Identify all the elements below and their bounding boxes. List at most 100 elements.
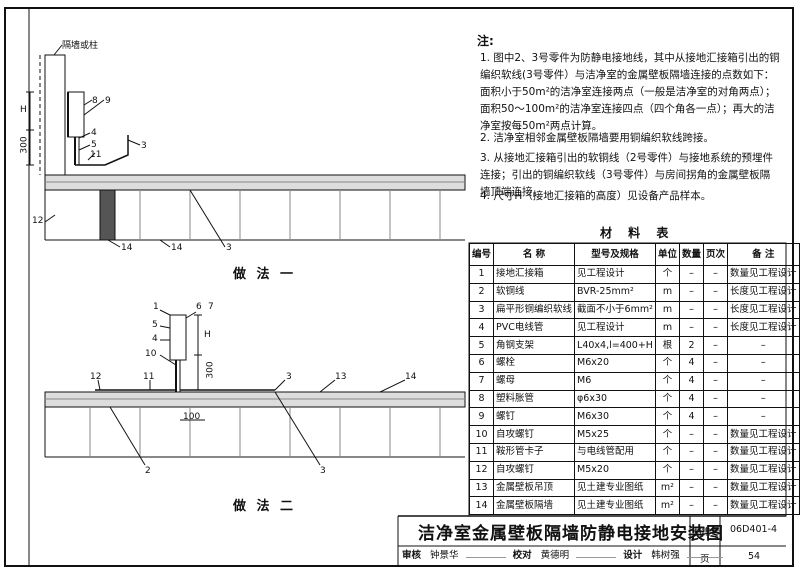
table-cell: 个: [654, 389, 680, 409]
dimension-300-2: 300: [205, 361, 216, 379]
design-name: 韩树强: [651, 550, 680, 561]
table-cell: 个: [654, 371, 680, 391]
col-header: 名 称: [493, 243, 576, 266]
table-cell: 金属壁板吊顶: [493, 478, 576, 498]
table-cell: 数量见工程设计: [726, 425, 800, 444]
table-cell: 与电线管配用: [574, 442, 656, 462]
table-cell: 扁平形铜编织软线: [493, 300, 576, 320]
table-cell: 数量见工程设计: [726, 460, 800, 480]
callout: 4: [152, 334, 158, 344]
review-label: 审核: [402, 550, 422, 561]
callout: 4: [91, 128, 97, 138]
dimension-h-2: H: [204, 330, 211, 340]
table-cell: 4: [678, 389, 704, 409]
table-cell: –: [726, 336, 800, 355]
table-cell: –: [678, 442, 704, 462]
table-cell: 2: [468, 282, 495, 302]
method1-drawing: [26, 44, 466, 248]
table-cell: –: [678, 265, 704, 284]
table-cell: 螺钉: [493, 407, 576, 427]
table-cell: 2: [678, 336, 704, 355]
table-cell: –: [726, 371, 800, 391]
table-cell: 金属壁板隔墙: [493, 496, 576, 516]
table-cell: PVC电线管: [493, 318, 576, 338]
table-cell: M6x20: [574, 353, 656, 373]
table-cell: 长度见工程设计: [726, 282, 800, 302]
table-cell: 数量见工程设计: [726, 265, 800, 284]
table-cell: –: [702, 425, 728, 444]
table-cell: 5: [468, 336, 495, 355]
callout: 13: [335, 372, 347, 382]
table-cell: m: [654, 300, 680, 320]
table-cell: –: [678, 425, 704, 444]
callout: 2: [145, 466, 151, 476]
check-name: 黄德明: [540, 550, 570, 561]
table-cell: –: [678, 318, 704, 338]
table-cell: –: [702, 442, 728, 462]
table-cell: –: [678, 282, 704, 302]
table-cell: M5x25: [574, 425, 656, 444]
table-cell: 12: [468, 460, 495, 480]
table-cell: 4: [678, 407, 704, 427]
table-cell: 数量见工程设计: [726, 442, 800, 462]
table-cell: 13: [468, 478, 495, 498]
table-cell: 个: [654, 353, 680, 373]
table-cell: m²: [654, 478, 680, 498]
callout: 9: [105, 96, 111, 106]
table-cell: 个: [654, 425, 680, 444]
table-cell: 个: [654, 265, 680, 284]
notes-heading: 注:: [477, 34, 494, 48]
dimension-300-1: 300: [19, 136, 30, 154]
table-cell: –: [726, 353, 800, 373]
table-cell: 螺母: [493, 371, 576, 391]
note-item: 2. 洁净室相邻金属壁板隔墙要用铜编织软线跨接。: [480, 132, 714, 144]
dimension-100: 100: [183, 412, 201, 422]
table-cell: –: [702, 389, 728, 409]
table-cell: 10: [468, 425, 495, 444]
table-cell: –: [726, 407, 800, 427]
table-cell: L40x4,l=400+H: [574, 336, 656, 355]
callout: 10: [145, 349, 157, 359]
table-cell: –: [678, 478, 704, 498]
table-cell: –: [702, 353, 728, 373]
table-cell: –: [702, 478, 728, 498]
table-cell: 螺栓: [493, 353, 576, 373]
table-cell: 14: [468, 496, 495, 516]
table-cell: –: [726, 389, 800, 409]
callout: 3: [320, 466, 326, 476]
table-cell: m²: [654, 496, 680, 516]
table-cell: M6x30: [574, 407, 656, 427]
table-cell: 长度见工程设计: [726, 318, 800, 338]
table-cell: –: [702, 336, 728, 355]
table-cell: –: [678, 300, 704, 320]
method2-drawing: [44, 309, 466, 466]
table-cell: m: [654, 318, 680, 338]
table-cell: 见工程设计: [574, 318, 656, 338]
table-cell: 接地汇接箱: [493, 265, 576, 284]
table-cell: 7: [468, 371, 495, 391]
callout: 5: [152, 320, 158, 330]
col-header: 型号及规格: [574, 243, 656, 266]
table-cell: 6: [468, 353, 495, 373]
table-cell: –: [702, 460, 728, 480]
table-cell: 4: [678, 353, 704, 373]
table-cell: M5x20: [574, 460, 656, 480]
table-cell: –: [702, 265, 728, 284]
table-cell: 4: [468, 318, 495, 338]
atlas-label: 图集号: [692, 527, 721, 538]
table-cell: 3: [468, 300, 495, 320]
page-label: 页: [700, 554, 710, 565]
callout: 8: [92, 96, 98, 106]
table-cell: 自攻螺钉: [493, 460, 576, 480]
dimension-h-1: H: [20, 105, 27, 115]
